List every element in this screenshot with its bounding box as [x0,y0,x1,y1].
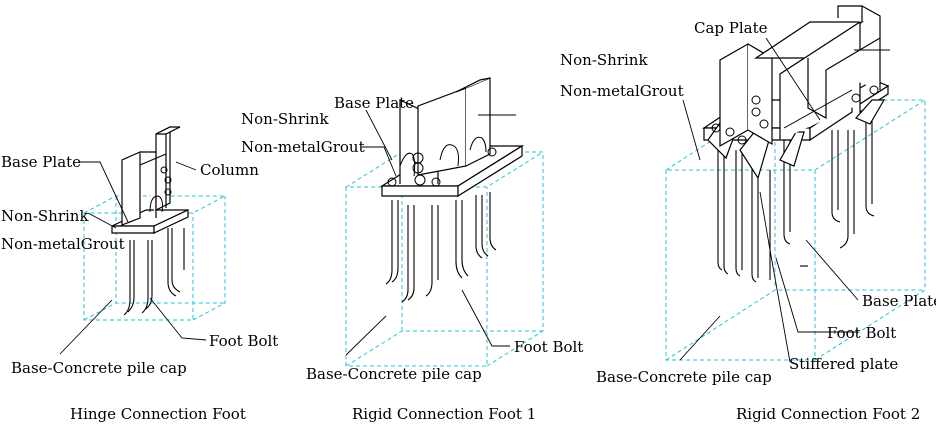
label-foot-bolt-1: Foot Bolt [209,332,278,350]
panel-1-labels: Base Plate Column Non-Shrink Non-metalGr… [1,153,278,423]
label-foot-bolt-2: Foot Bolt [514,338,583,356]
label-non-metal-grout-3: Non-metalGrout [560,82,684,100]
leader-lines [59,37,859,363]
label-cap-plate-3: Cap Plate [694,19,768,37]
label-non-metal-grout-2: Non-metalGrout [241,138,365,156]
label-non-shrink-1: Non-Shrink [1,207,89,225]
label-foot-bolt-3: Foot Bolt [827,324,896,342]
rigid-foot-2-drawing [664,5,927,361]
panel-2-labels: Base Plate Non-Shrink Non-metalGrout Foo… [241,94,583,423]
label-non-metal-grout-1: Non-metalGrout [1,235,125,253]
label-base-plate-1: Base Plate [1,153,81,171]
anchor-nuts-3 [711,85,879,145]
label-pile-cap-3: Base-Concrete pile cap [596,368,772,386]
hinge-foot-drawing [83,126,226,321]
caption-rigid-1: Rigid Connection Foot 1 [352,405,536,423]
rigid-foot-1-drawing [344,77,545,367]
label-pile-cap-1: Base-Concrete pile cap [11,359,187,377]
label-non-shrink-2: Non-Shrink [241,110,329,128]
column-1 [121,126,181,226]
label-pile-cap-2: Base-Concrete pile cap [306,365,482,383]
label-non-shrink-3: Non-Shrink [560,51,648,69]
label-base-plate-3: Base Plate [862,292,936,310]
label-base-plate-2: Base Plate [334,94,414,112]
column-2 [399,77,516,184]
column-3 [719,5,890,148]
foot-bolts-2 [385,192,497,303]
panel-3-labels: Cap Plate Non-Shrink Non-metalGrout Base… [560,19,936,423]
anchor-nuts-2 [387,147,497,187]
label-column-1: Column [200,161,259,179]
caption-rigid-2: Rigid Connection Foot 2 [736,405,920,423]
foot-bolts-3 [717,110,875,283]
foot-bolts-1 [123,228,185,316]
label-stiffened-plate-3: Stiffered plate [789,355,898,373]
caption-hinge: Hinge Connection Foot [70,405,246,423]
